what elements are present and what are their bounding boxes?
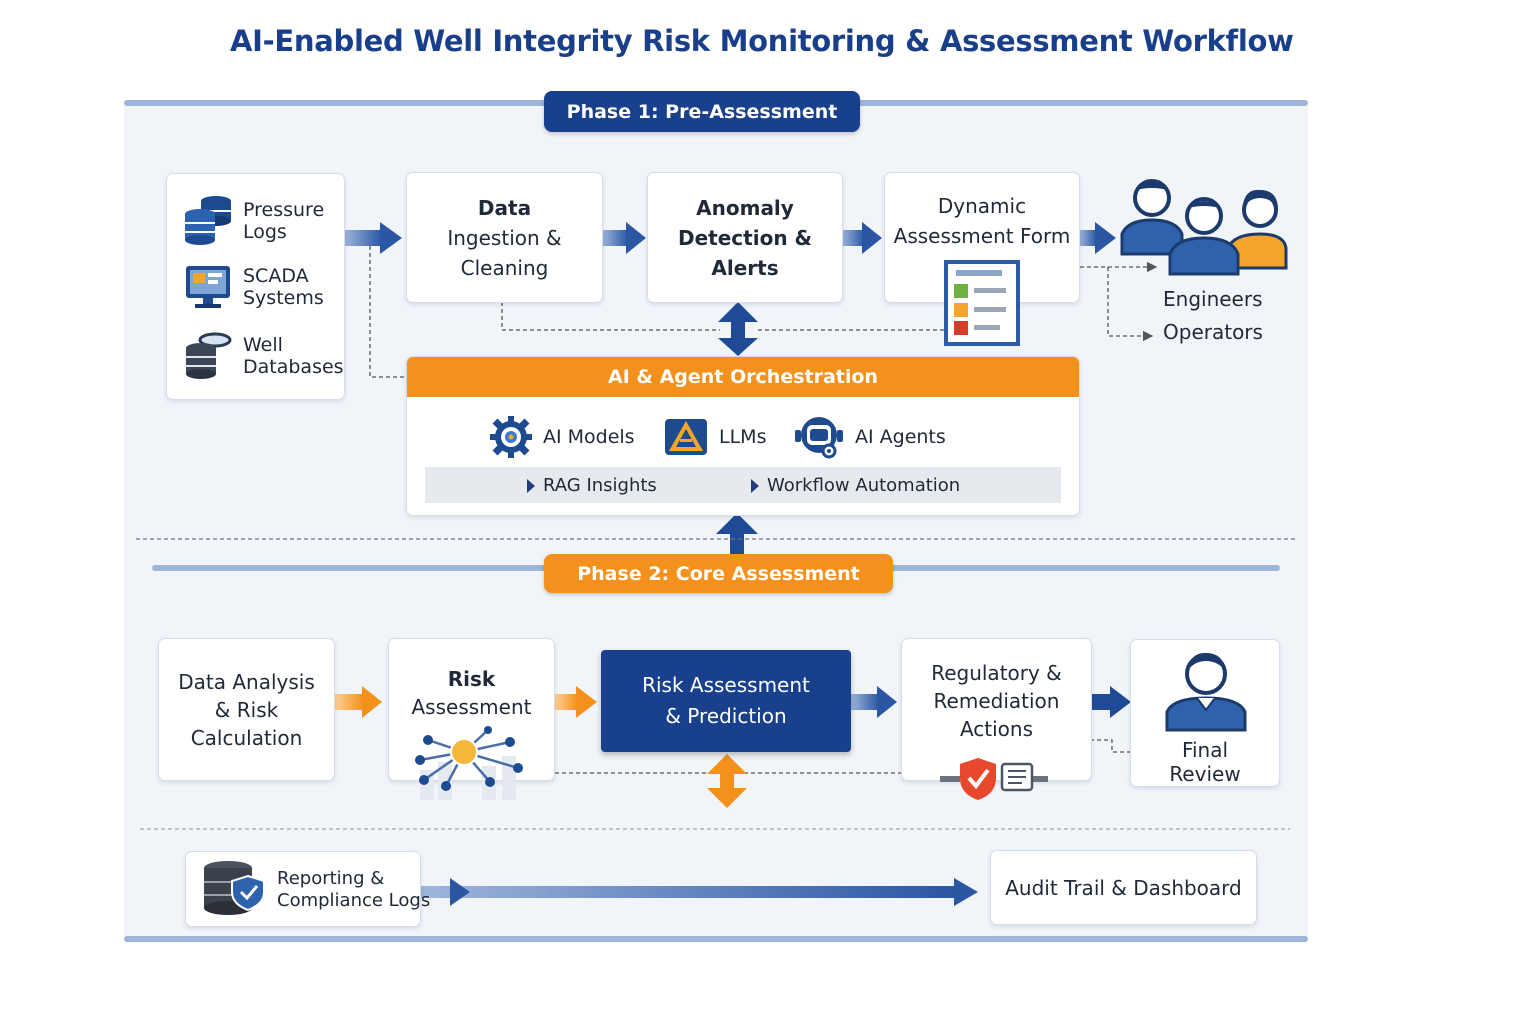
analysis-line1: Data Analysis <box>178 669 315 694</box>
bottom-rule <box>124 936 1308 942</box>
ingestion-line1: Data <box>477 195 532 220</box>
anomaly-line3: Alerts <box>711 255 779 280</box>
ai-gear-icon <box>490 416 532 458</box>
regulatory-card: Regulatory & Remediation Actions <box>901 638 1092 781</box>
prediction-card: Risk Assessment & Prediction <box>601 650 851 752</box>
operators-label: Operators <box>1163 320 1263 344</box>
database-shield-icon <box>204 861 265 915</box>
analysis-line3: Calculation <box>190 725 303 750</box>
final-line1: Final <box>1181 738 1229 762</box>
llm-triangle-icon <box>665 419 707 455</box>
form-line2: Assessment Form <box>893 224 1071 248</box>
final-line2: Review <box>1169 762 1241 786</box>
tool-ai-agents: AI Agents <box>793 415 946 459</box>
phase1-label: Phase 1: Pre-Assessment <box>544 91 860 132</box>
arrow-phase2-to-orchestration <box>716 513 758 556</box>
arrow-anomaly-to-form <box>842 222 882 254</box>
form-line1: Dynamic <box>937 194 1027 218</box>
arrow-regulatory-to-final <box>1090 686 1131 718</box>
reporting-card: Reporting & Compliance Logs <box>185 851 430 927</box>
shield-check-icon <box>940 758 1048 800</box>
ai-agent-icon <box>795 417 843 459</box>
reviewer-person-icon <box>1165 652 1247 732</box>
database-icon <box>186 332 232 379</box>
engineers-label: Engineers <box>1163 287 1263 311</box>
network-node-icon <box>415 726 523 800</box>
orchestration-card: AI & Agent Orchestration AI Models LLMs … <box>406 356 1080 516</box>
tool-llms: LLMs <box>663 415 766 459</box>
play-triangle-icon <box>527 478 535 493</box>
arrow-reporting-to-audit <box>420 878 978 906</box>
orchestration-title: AI & Agent Orchestration <box>407 357 1079 397</box>
workflow-automation-item: Workflow Automation <box>751 475 960 496</box>
arrow-risk-to-prediction <box>554 686 597 718</box>
rag-insights-item: RAG Insights <box>527 475 657 496</box>
analysis-line2: & Risk <box>214 697 279 722</box>
regulatory-line3: Actions <box>959 717 1034 741</box>
arrow-form-to-users <box>1079 222 1116 254</box>
reporting-line1: Reporting & <box>277 868 385 889</box>
play-triangle-icon <box>751 478 759 493</box>
analysis-card: Data Analysis & Risk Calculation <box>158 638 335 781</box>
scada-monitor-icon <box>186 266 230 308</box>
regulatory-line1: Regulatory & <box>931 661 1062 685</box>
source-label-line1: Well <box>243 334 283 356</box>
ingestion-line2: Ingestion & <box>447 225 562 250</box>
ingestion-card: Data Ingestion & Cleaning <box>406 172 603 303</box>
arrow-prediction-to-regulatory <box>851 686 897 718</box>
arrow-ingestion-to-anomaly <box>602 222 646 254</box>
arrow-sources-to-ingestion <box>344 222 402 254</box>
tool-label: AI Models <box>543 426 635 448</box>
prediction-line2: & Prediction <box>665 704 787 728</box>
risk-line1: Risk <box>447 667 496 691</box>
tool-label: AI Agents <box>855 426 946 448</box>
anomaly-line2: Detection & <box>678 225 812 250</box>
arrow-analysis-to-risk <box>334 686 382 718</box>
rag-insights-label: RAG Insights <box>543 475 657 496</box>
prediction-line1: Risk Assessment <box>642 673 810 697</box>
phase2-label: Phase 2: Core Assessment <box>544 554 893 593</box>
source-label-line2: Databases <box>243 356 344 378</box>
ingestion-line3: Cleaning <box>460 255 549 280</box>
source-label-line1: SCADA <box>243 265 309 287</box>
users-group-icon <box>1120 179 1288 276</box>
tool-ai-models: AI Models <box>489 415 635 459</box>
workflow-automation-label: Workflow Automation <box>767 475 961 496</box>
anomaly-line1: Anomaly <box>696 195 794 220</box>
final-review-card: Final Review <box>1130 639 1280 787</box>
page-title: AI-Enabled Well Integrity Risk Monitorin… <box>230 24 1294 58</box>
reporting-line2: Compliance Logs <box>277 890 431 911</box>
orchestration-subbar: RAG Insights Workflow Automation <box>425 467 1061 503</box>
source-label-line2: Systems <box>243 287 324 309</box>
source-label-line1: Pressure <box>243 199 325 221</box>
risk-line2: Assessment <box>411 695 532 719</box>
anomaly-card: Anomaly Detection & Alerts <box>647 172 843 303</box>
tool-label: LLMs <box>719 426 767 448</box>
source-label-line2: Logs <box>243 221 287 243</box>
audit-card: Audit Trail & Dashboard <box>990 850 1257 925</box>
arrow-prediction-vertical <box>707 754 747 808</box>
database-stack-icon <box>185 196 231 245</box>
regulatory-line2: Remediation <box>933 689 1060 713</box>
audit-label: Audit Trail & Dashboard <box>1005 875 1242 900</box>
checklist-form-icon <box>944 260 1020 346</box>
arrow-anomaly-orchestration <box>718 302 758 356</box>
